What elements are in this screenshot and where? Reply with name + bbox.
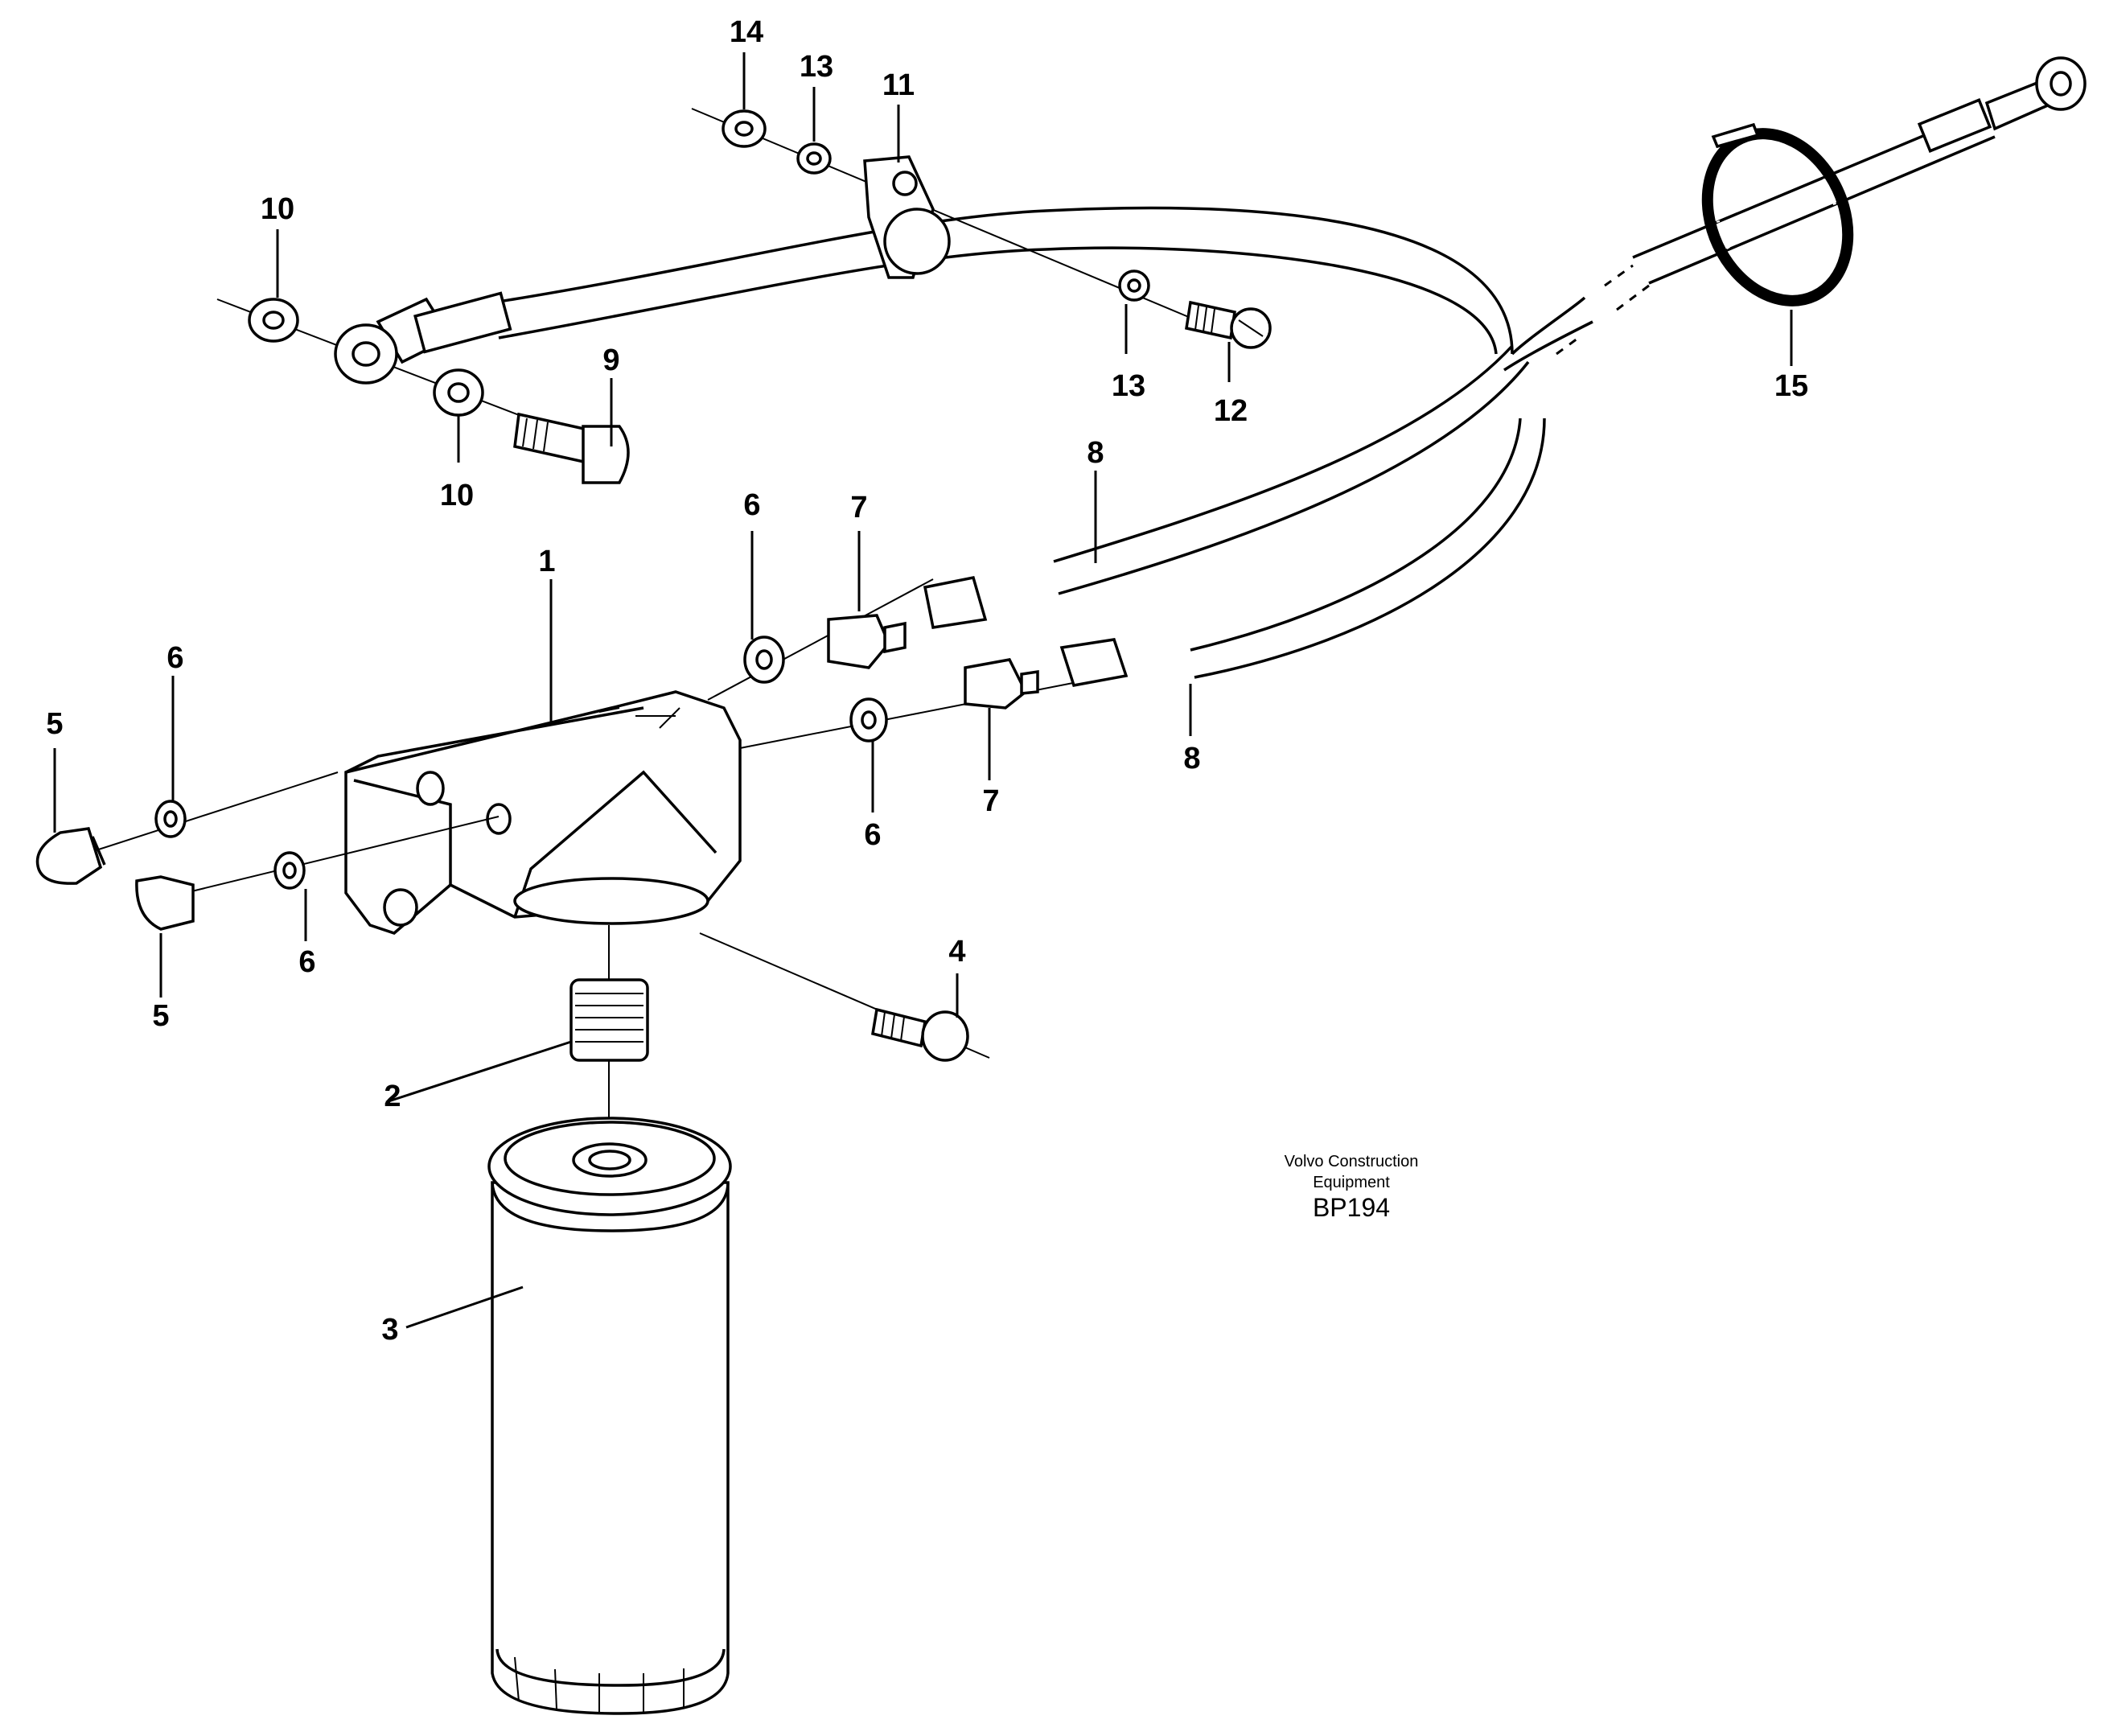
callout-3: 3: [381, 1313, 398, 1347]
banjo-assembly: [216, 291, 612, 451]
callout-7-lower: 7: [982, 784, 999, 818]
leader-lines: [53, 52, 1793, 1329]
callout-6-upper: 6: [743, 488, 760, 522]
caption-line-2: Equipment: [1313, 1174, 1390, 1191]
callout-2: 2: [384, 1080, 401, 1113]
callout-10-upper: 10: [261, 192, 294, 226]
clip-assembly: [691, 108, 1272, 349]
right-fittings: [707, 575, 1129, 749]
callout-13-lower: 13: [1112, 369, 1145, 403]
hose-upper: [1053, 344, 1530, 595]
caption-line-1: Volvo Construction: [1285, 1153, 1419, 1170]
callout-8-upper: 8: [1087, 436, 1104, 470]
hose-right: [1632, 56, 2087, 285]
callout-15: 15: [1774, 369, 1808, 403]
callout-5-left: 5: [46, 707, 63, 741]
callout-14: 14: [730, 15, 763, 49]
callout-1: 1: [538, 545, 555, 578]
bolt-9: [513, 412, 630, 484]
callout-6-right: 6: [864, 818, 881, 852]
callout-4: 4: [948, 935, 965, 969]
callout-13-upper: 13: [800, 50, 833, 84]
callout-5-lower: 5: [152, 999, 169, 1033]
callout-12: 12: [1214, 394, 1248, 428]
bolt-4: [699, 932, 990, 1062]
callout-8-lower: 8: [1183, 742, 1200, 775]
callout-6-lower: 6: [298, 945, 315, 979]
left-plugs: [35, 771, 500, 931]
hose-break: [1556, 264, 1650, 356]
caption-code: BP194: [1313, 1193, 1390, 1222]
hose-clamp: [1701, 122, 1854, 306]
oil-filter: [487, 1117, 732, 1715]
hose-lower: [1190, 418, 1546, 679]
threaded-nipple: [569, 925, 649, 1158]
callout-11: 11: [882, 68, 915, 102]
callout-9: 9: [602, 343, 619, 377]
callout-10-lower: 10: [440, 479, 474, 512]
filter-housing: [344, 690, 742, 935]
hose-loop: [498, 206, 1593, 372]
callout-7-upper: 7: [850, 491, 867, 525]
callout-6-left: 6: [167, 641, 183, 675]
